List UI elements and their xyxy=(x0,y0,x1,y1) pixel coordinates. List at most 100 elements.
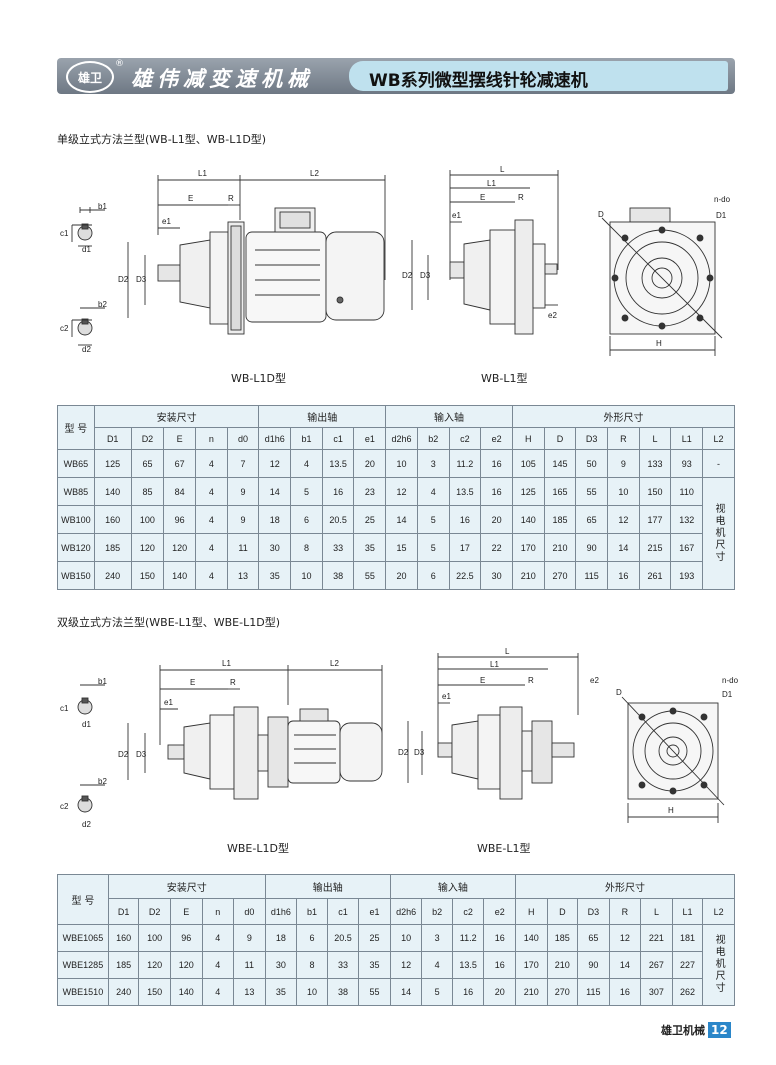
value-cell: 65 xyxy=(130,449,165,478)
brand-logo: 雄卫 xyxy=(66,61,114,93)
svg-text:R: R xyxy=(528,676,534,685)
svg-text:D2: D2 xyxy=(398,748,409,757)
svg-text:L1: L1 xyxy=(198,169,207,178)
svg-text:b1: b1 xyxy=(98,677,107,686)
wbe-l1-drawing: L L1 E R e2 e1 D2 D3 xyxy=(398,647,599,800)
value-cell: 16 xyxy=(608,978,642,1006)
wb-l1-drawing: L L1 E R e1 D2 D3 e2 xyxy=(402,165,559,335)
value-cell: 12 xyxy=(385,477,418,506)
flange-top-view: D D1 n-do H xyxy=(598,195,731,356)
column-header: e2 xyxy=(483,898,516,925)
column-header: L2 xyxy=(702,427,735,450)
svg-text:L1: L1 xyxy=(487,179,496,188)
value-cell: 170 xyxy=(511,533,545,562)
value-cell: 115 xyxy=(575,561,608,590)
value-cell: 210 xyxy=(515,978,548,1006)
value-cell: 5 xyxy=(416,533,450,562)
group-header: 安装尺寸 xyxy=(107,874,266,899)
column-header: d2h6 xyxy=(389,898,423,925)
value-cell: 5 xyxy=(290,477,323,506)
svg-text:e1: e1 xyxy=(164,698,173,707)
value-cell: 16 xyxy=(321,477,355,506)
value-cell: 33 xyxy=(321,533,355,562)
value-cell: 10 xyxy=(290,561,323,590)
column-header: b2 xyxy=(421,898,453,925)
column-header: D3 xyxy=(577,898,610,925)
value-cell: 177 xyxy=(638,505,672,534)
wbe-l1d-drawing: L1 L2 E R e1 D2 D3 xyxy=(118,659,383,800)
value-cell: 132 xyxy=(670,505,704,534)
svg-text:D1: D1 xyxy=(716,211,727,220)
l2-note: 视电机尺寸 xyxy=(702,924,735,1006)
group-header: 外形尺寸 xyxy=(511,405,736,428)
value-cell: 11.2 xyxy=(451,924,485,952)
l2-dash: - xyxy=(702,449,735,478)
l2-note: 视电机尺寸 xyxy=(702,477,735,590)
value-cell: 10 xyxy=(389,924,423,952)
flange-top-view-2: D D1 n-do H xyxy=(616,676,739,823)
value-cell: 270 xyxy=(543,561,577,590)
value-cell: 5 xyxy=(421,978,453,1006)
column-header: D2 xyxy=(138,898,171,925)
value-cell: 30 xyxy=(480,561,513,590)
value-cell: 160 xyxy=(93,505,132,534)
value-cell: 18 xyxy=(264,924,298,952)
value-cell: 85 xyxy=(130,477,165,506)
value-cell: 13 xyxy=(226,561,260,590)
value-cell: 9 xyxy=(226,505,260,534)
svg-text:e1: e1 xyxy=(162,217,171,226)
value-cell: 185 xyxy=(93,533,132,562)
value-cell: 12 xyxy=(606,505,640,534)
svg-text:D2: D2 xyxy=(118,750,129,759)
logo-text: 雄卫 xyxy=(77,70,102,85)
column-header: H xyxy=(511,427,545,450)
value-cell: 23 xyxy=(353,477,387,506)
svg-text:L1: L1 xyxy=(222,659,231,668)
column-header: b1 xyxy=(290,427,323,450)
column-header: d2h6 xyxy=(385,427,418,450)
value-cell: 65 xyxy=(577,924,610,952)
value-cell: 6 xyxy=(296,924,328,952)
svg-text:e1: e1 xyxy=(452,211,461,220)
svg-text:e2: e2 xyxy=(548,311,557,320)
column-header: D3 xyxy=(575,427,608,450)
value-cell: 267 xyxy=(640,951,673,979)
value-cell: 215 xyxy=(638,533,672,562)
group-header: 输入轴 xyxy=(385,405,513,428)
value-cell: 150 xyxy=(138,978,171,1006)
value-cell: 120 xyxy=(169,951,203,979)
column-header: L xyxy=(638,427,672,450)
value-cell: 22 xyxy=(480,533,513,562)
value-cell: 55 xyxy=(353,561,387,590)
svg-text:E: E xyxy=(188,194,193,203)
value-cell: 145 xyxy=(543,449,577,478)
value-cell: 16 xyxy=(606,561,640,590)
value-cell: 160 xyxy=(107,924,140,952)
value-cell: 35 xyxy=(258,561,292,590)
svg-text:D2: D2 xyxy=(402,271,413,280)
value-cell: 20 xyxy=(480,505,513,534)
value-cell: 11 xyxy=(226,533,260,562)
l2-note-text: 视电机尺寸 xyxy=(713,934,725,994)
value-cell: 185 xyxy=(543,505,577,534)
svg-text:E: E xyxy=(190,678,195,687)
value-cell: 55 xyxy=(575,477,608,506)
value-cell: 8 xyxy=(296,951,328,979)
column-header: c1 xyxy=(321,427,355,450)
svg-text:R: R xyxy=(228,194,234,203)
svg-text:D3: D3 xyxy=(414,748,425,757)
value-cell: 210 xyxy=(511,561,545,590)
value-cell: 3 xyxy=(421,924,453,952)
column-header: L1 xyxy=(671,898,704,925)
input-shaft-key-detail: c2 b2 d2 xyxy=(60,300,107,354)
value-cell: 38 xyxy=(321,561,355,590)
model-cell: WB120 xyxy=(57,533,95,562)
diagram-single-stage: c1 b1 d1 c2 b2 d2 L1 L2 E R e1 xyxy=(60,165,731,356)
value-cell: 9 xyxy=(606,449,640,478)
svg-text:D2: D2 xyxy=(118,275,129,284)
column-header: b1 xyxy=(296,898,328,925)
value-cell: 4 xyxy=(194,449,228,478)
